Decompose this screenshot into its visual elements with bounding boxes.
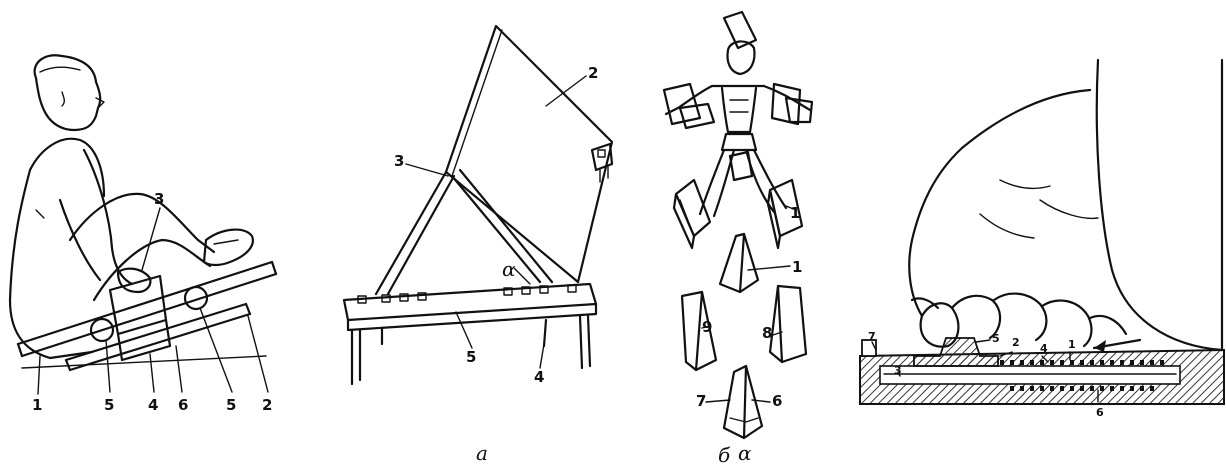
foot-label-5: 5: [992, 332, 1000, 345]
blocks-label-alpha: α: [738, 441, 752, 465]
board-label-alpha: α: [502, 257, 516, 281]
blocks-label-6: 6: [772, 392, 782, 410]
foot-label-2: 2: [1012, 336, 1020, 349]
blocks-label-7: 7: [696, 392, 706, 410]
caption-b: б: [718, 443, 731, 466]
board-label-2: 2: [588, 64, 598, 82]
foot-label-4: 4: [1040, 342, 1048, 355]
board-label-5: 5: [466, 348, 476, 366]
figure-inclined-board: [342, 24, 614, 386]
seated-label-5a: 5: [104, 396, 114, 414]
blocks-label-1b: 1: [792, 258, 802, 276]
seated-label-4: 4: [148, 396, 158, 414]
board-label-3: 3: [394, 152, 404, 170]
foot-label-7: 7: [868, 330, 876, 343]
blocks-label-1a: 1: [790, 204, 800, 222]
seated-label-2: 2: [262, 396, 272, 414]
figure-foot-device: [859, 58, 1225, 405]
board-label-4: 4: [534, 368, 544, 386]
seated-label-5b: 5: [226, 396, 236, 414]
caption-a: a: [476, 441, 488, 465]
figure-seated-exerciser: [8, 54, 278, 395]
foot-label-1: 1: [1068, 338, 1076, 351]
seated-label-1: 1: [32, 396, 42, 414]
foot-label-3: 3: [894, 364, 902, 377]
seated-label-6: 6: [178, 396, 188, 414]
blocks-label-9: 9: [702, 318, 712, 336]
blocks-label-8: 8: [762, 324, 772, 342]
seated-label-3: 3: [154, 190, 164, 208]
foot-label-6: 6: [1096, 406, 1104, 419]
figure-triangular-blocks: [662, 10, 814, 440]
